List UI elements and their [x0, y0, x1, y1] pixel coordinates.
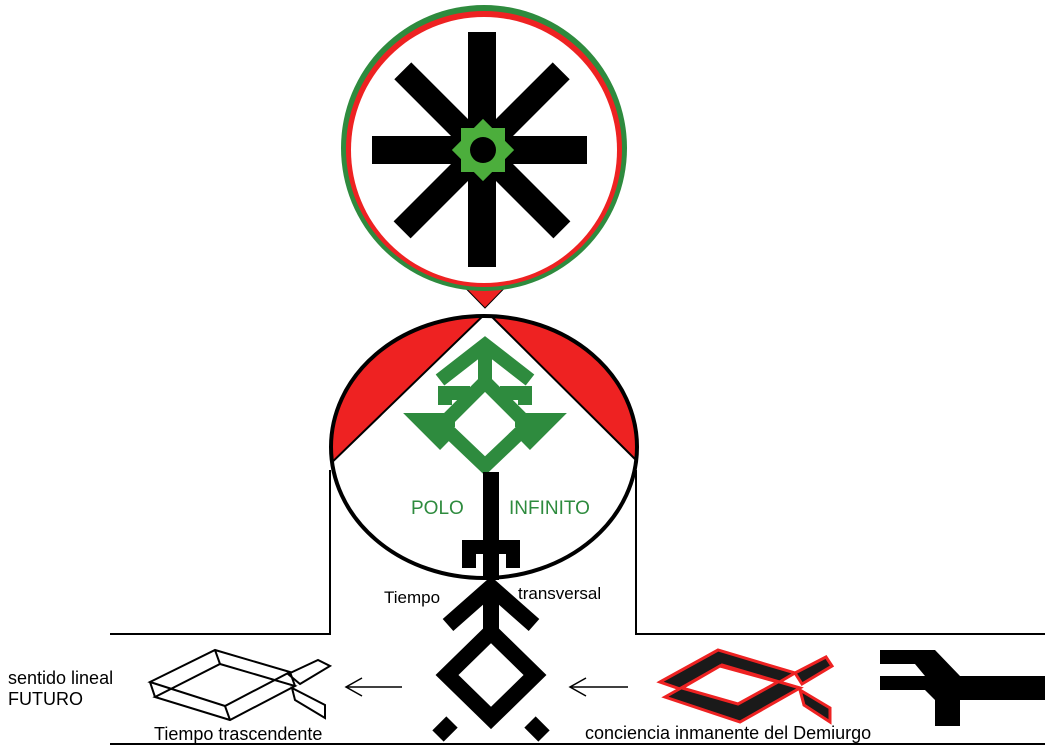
label-infinito: INFINITO: [509, 499, 590, 518]
star-center-dot: [470, 137, 496, 163]
upper-horizon-line: [110, 470, 330, 634]
label-transversal: transversal: [518, 585, 601, 602]
label-futuro: FUTURO: [8, 690, 83, 708]
arrow-left-icon-right: [570, 678, 628, 696]
label-polo: POLO: [411, 499, 464, 518]
arrow-left-icon: [346, 678, 402, 696]
upper-horizon-line-right: [636, 470, 1045, 634]
label-sentido-lineal: sentido lineal: [8, 669, 113, 687]
upper-emblem: [341, 5, 627, 308]
diamond-rune-icon: [438, 587, 544, 736]
label-conciencia: conciencia inmanente del Demiurgo: [585, 724, 871, 742]
label-tiempo-trascendente: Tiempo trascendente: [154, 725, 322, 743]
outline-fish-icon: [150, 650, 330, 720]
lower-emblem: [320, 310, 650, 590]
hook-rune-icon: [880, 650, 1045, 726]
label-tiempo: Tiempo: [384, 589, 440, 606]
red-fish-icon: [660, 650, 832, 722]
